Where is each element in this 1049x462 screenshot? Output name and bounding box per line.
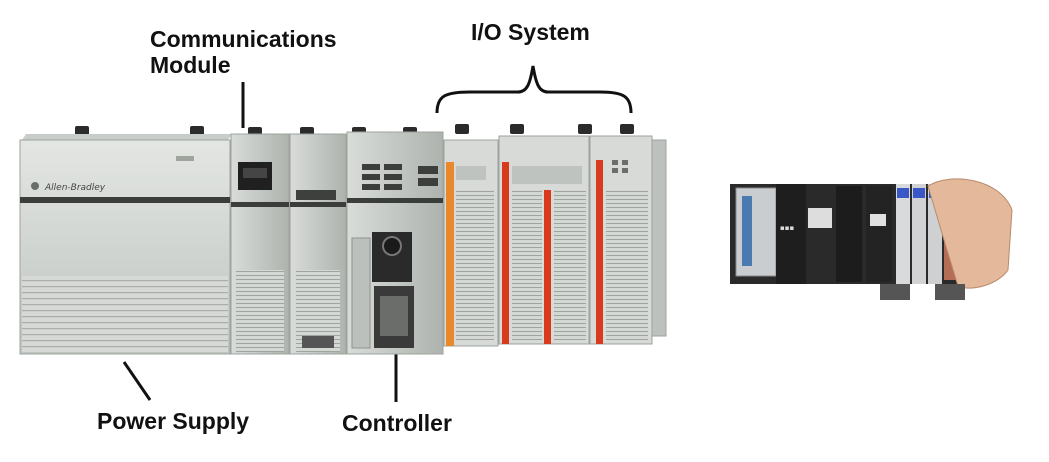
- io-module-3: [589, 135, 653, 345]
- controller-label: Controller: [342, 410, 452, 436]
- left-plc-chassis: Allen-Bradley: [19, 124, 667, 355]
- network-module: [289, 133, 347, 355]
- hand-photo: [927, 178, 1013, 289]
- communications-module: [230, 133, 290, 355]
- io-system-bracket: [435, 65, 633, 114]
- io-module-1: [443, 139, 499, 347]
- end-cap: [651, 139, 667, 337]
- io-system-label: I/O System: [471, 19, 590, 45]
- brand-text: Allen-Bradley: [44, 183, 106, 193]
- power-supply-label: Power Supply: [97, 408, 250, 434]
- io-module-2: [498, 135, 590, 345]
- controller-module: [346, 131, 444, 355]
- communications-module-label: Communications Module: [150, 26, 337, 78]
- right-rack-photo: ▪▪▪: [730, 178, 1013, 300]
- svg-text:▪▪▪: ▪▪▪: [780, 224, 794, 232]
- power-supply-module: Allen-Bradley: [19, 134, 232, 355]
- power-supply-leader: [122, 361, 152, 401]
